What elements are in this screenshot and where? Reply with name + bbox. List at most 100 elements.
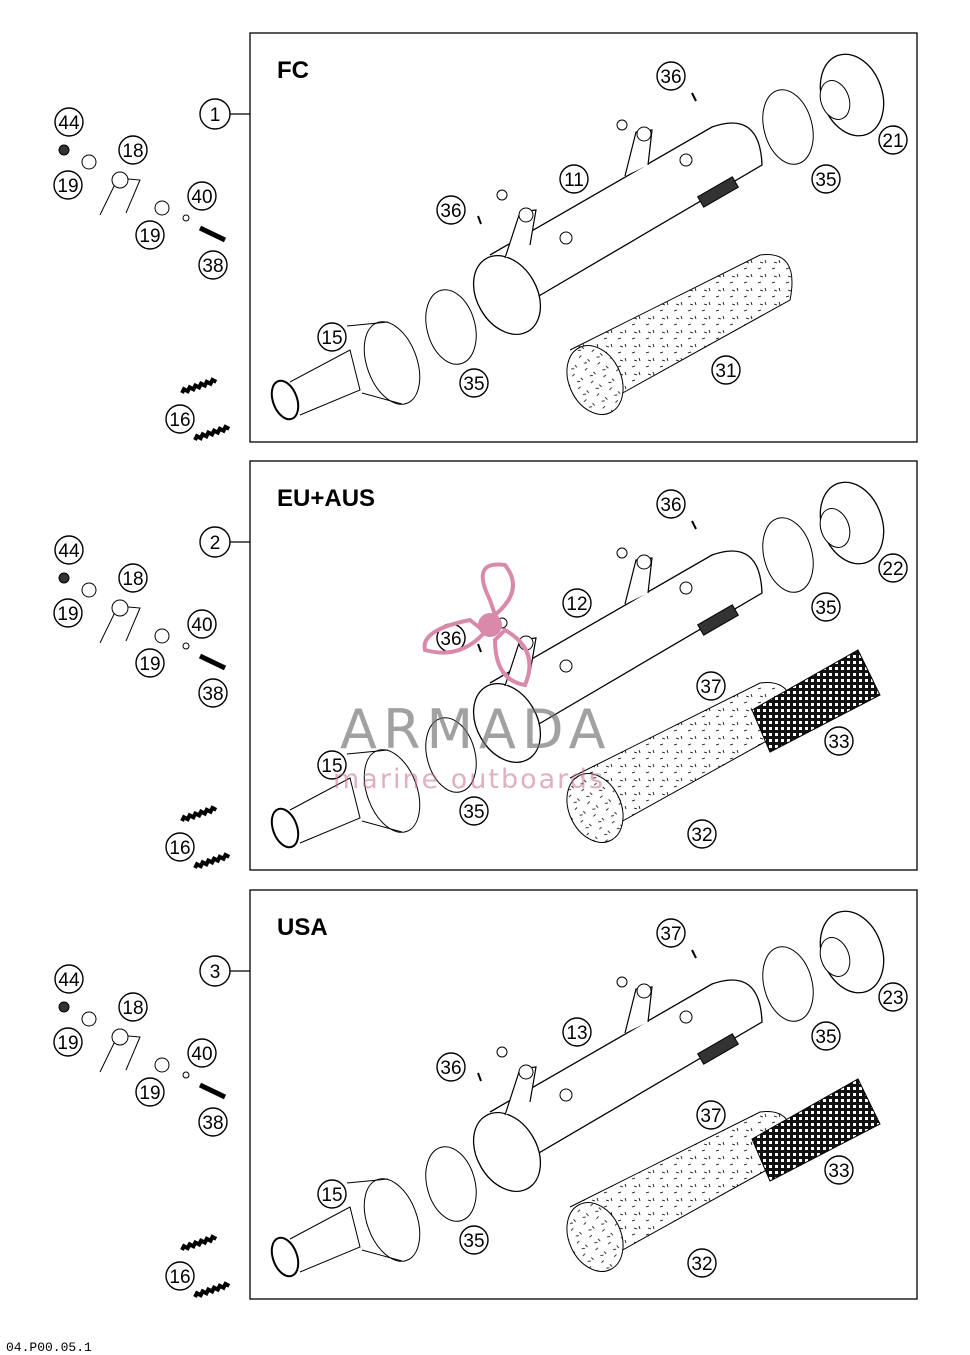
callout-35: 35 <box>459 1225 489 1255</box>
callout-19: 19 <box>135 220 165 250</box>
callout-16-label: 16 <box>169 1267 190 1288</box>
body-logo-plate <box>696 1033 740 1065</box>
callout-36: 36 <box>656 489 686 519</box>
bracket-eye <box>111 171 129 189</box>
body-shell <box>489 122 763 301</box>
callout-16-label: 16 <box>169 410 190 431</box>
callout-38-label: 38 <box>202 684 223 705</box>
callout-35-circle <box>459 796 489 826</box>
callout-44-label: 44 <box>58 541 80 562</box>
callout-44-circle <box>54 107 84 137</box>
callout-36-circle <box>436 1052 466 1082</box>
callout-18-label: 18 <box>122 569 143 590</box>
inlet-mouth <box>270 807 300 849</box>
callout-21: 21 <box>878 125 908 155</box>
callout-40-circle <box>187 1038 217 1068</box>
callout-37-label: 37 <box>700 1106 721 1127</box>
callout-16-circle <box>165 404 195 434</box>
callout-37: 37 <box>696 671 726 701</box>
callout-35-circle <box>811 1021 841 1051</box>
callout-19-circle <box>135 220 165 250</box>
panel-frame <box>249 889 918 1300</box>
end-cap <box>819 53 885 137</box>
bolt <box>198 653 227 671</box>
callout-32: 32 <box>687 819 717 849</box>
callout-33-circle <box>824 726 854 756</box>
callout-19-circle <box>135 1077 165 1107</box>
callout-35: 35 <box>811 164 841 194</box>
gasket-ring <box>425 717 477 793</box>
propeller-blade <box>422 617 488 655</box>
gasket-ring <box>425 289 477 365</box>
callout-37-circle <box>656 918 686 948</box>
callout-31: 31 <box>711 355 741 385</box>
callout-19-label: 19 <box>57 176 78 197</box>
callout-37-label: 37 <box>660 924 681 945</box>
bracket-washer <box>559 231 573 245</box>
body-shell <box>489 550 763 729</box>
callout-15: 15 <box>317 1179 347 1209</box>
callout-19: 19 <box>53 1027 83 1057</box>
callout-15: 15 <box>317 750 347 780</box>
callout-40-label: 40 <box>191 1044 212 1065</box>
bracket-plate <box>99 1034 141 1073</box>
callout-15-circle <box>317 750 347 780</box>
callout-38: 38 <box>198 250 228 280</box>
variant-number-label: 2 <box>210 533 221 554</box>
tension-spring-coil <box>180 377 218 394</box>
callout-15-circle <box>317 322 347 352</box>
callout-12-label: 12 <box>566 594 587 615</box>
db-killer-insert <box>751 649 881 753</box>
bracket-washer <box>616 119 628 131</box>
washer <box>154 1057 170 1073</box>
callout-44-circle <box>54 535 84 565</box>
inlet-cone <box>270 1178 421 1278</box>
callout-36-label: 36 <box>440 201 461 222</box>
callout-36-label: 36 <box>440 1058 461 1079</box>
callout-19-label: 19 <box>139 1083 160 1104</box>
variant-number: 2 <box>199 526 231 558</box>
bracket-plate <box>99 177 141 216</box>
propeller-blade <box>492 627 532 688</box>
spring-washer <box>182 642 190 650</box>
callout-38-label: 38 <box>202 256 223 277</box>
end-cap-outlet <box>819 80 851 120</box>
callout-40-label: 40 <box>191 187 212 208</box>
callout-31-circle <box>711 355 741 385</box>
bracket-washer <box>636 983 652 999</box>
bracket-eye <box>111 1028 129 1046</box>
callout-35: 35 <box>459 368 489 398</box>
inlet-flange <box>363 1178 421 1262</box>
callout-18: 18 <box>118 135 148 165</box>
callout-40: 40 <box>187 181 217 211</box>
callout-13-circle <box>562 1017 592 1047</box>
bracket-washer <box>518 1064 534 1080</box>
tension-spring-coil <box>193 1281 231 1298</box>
callout-22-circle <box>878 553 908 583</box>
spring-washer <box>182 214 190 222</box>
callout-32-circle <box>687 819 717 849</box>
callout-23-label: 23 <box>882 988 903 1009</box>
bracket-washer <box>496 189 508 201</box>
callout-16-circle <box>165 1261 195 1291</box>
packing-end <box>566 773 624 843</box>
callout-12: 12 <box>562 588 592 618</box>
bracket-washer <box>559 1088 573 1102</box>
inlet-pipe <box>289 777 361 844</box>
callout-35-circle <box>811 164 841 194</box>
document-number: 04.P00.05.1 <box>6 1340 92 1355</box>
callout-38-label: 38 <box>202 1113 223 1134</box>
db-killer-insert <box>751 1078 881 1182</box>
callout-11-circle <box>559 164 589 194</box>
bracket-washer <box>518 207 534 223</box>
panel-frame <box>249 32 918 443</box>
callout-19-circle <box>53 598 83 628</box>
silencer-body <box>472 949 763 1192</box>
bracket-washer <box>636 126 652 142</box>
